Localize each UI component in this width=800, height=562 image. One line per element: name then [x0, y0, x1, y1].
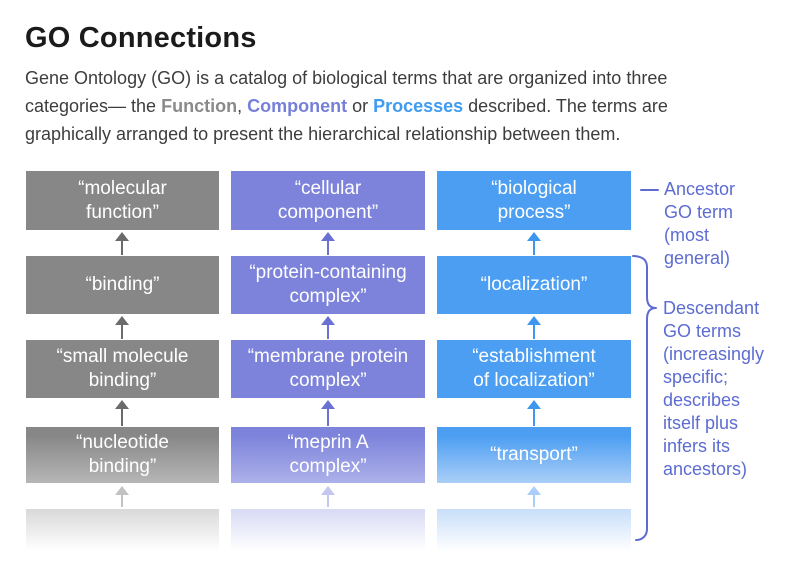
box-cellular-component: “cellular component”	[231, 171, 425, 230]
intro-paragraph: Gene Ontology (GO) is a catalog of biolo…	[25, 64, 785, 148]
box-biological-process: “biological process”	[437, 171, 631, 230]
reflection-box	[26, 509, 219, 557]
box-localization: “localization”	[437, 256, 631, 314]
box-small-molecule-binding: “small molecule binding”	[26, 340, 219, 398]
intro-text-4: described. The terms are graphically arr…	[25, 96, 668, 144]
descendant-note: Descendant GO terms (increasingly specif…	[663, 298, 765, 479]
box-molecular-function: “molecular function”	[26, 171, 219, 230]
page-title: GO Connections	[25, 22, 257, 54]
arrow-up-icon	[320, 400, 336, 426]
box-meprin-a-complex: “meprin A complex”	[231, 427, 425, 483]
intro-text-3: or	[347, 96, 374, 116]
function-keyword: Function	[161, 96, 238, 116]
arrow-up-icon	[114, 316, 130, 339]
box-binding: “binding”	[26, 256, 219, 314]
intro-text-2: ,	[237, 96, 248, 116]
arrow-up-icon	[320, 316, 336, 339]
reflection-box	[437, 509, 631, 557]
arrow-up-icon	[320, 232, 336, 255]
arrow-up-icon	[114, 232, 130, 255]
arrow-up-faded-icon	[320, 486, 336, 507]
box-membrane-protein-complex: “membrane protein complex”	[231, 340, 425, 398]
arrow-up-icon	[114, 400, 130, 426]
reflection-box	[231, 509, 425, 557]
arrow-up-faded-icon	[526, 486, 542, 507]
arrow-up-icon	[526, 232, 542, 255]
arrow-up-faded-icon	[114, 486, 130, 507]
processes-keyword: Processes	[373, 96, 464, 116]
component-keyword: Component	[247, 96, 348, 116]
intro-text-1: Gene Ontology (GO) is a catalog of biolo…	[25, 68, 668, 116]
box-establishment-of-localization: “establishment of localization”	[437, 340, 631, 398]
arrow-up-icon	[526, 400, 542, 426]
ancestor-connector-line	[640, 189, 659, 191]
arrow-up-icon	[526, 316, 542, 339]
descendant-brace-icon	[632, 255, 657, 541]
ancestor-note: Ancestor GO term (most general)	[664, 179, 736, 268]
box-nucleotide-binding: “nucleotide binding”	[26, 427, 219, 483]
box-protein-containing-complex: “protein-containing complex”	[231, 256, 425, 314]
box-transport: “transport”	[437, 427, 631, 483]
